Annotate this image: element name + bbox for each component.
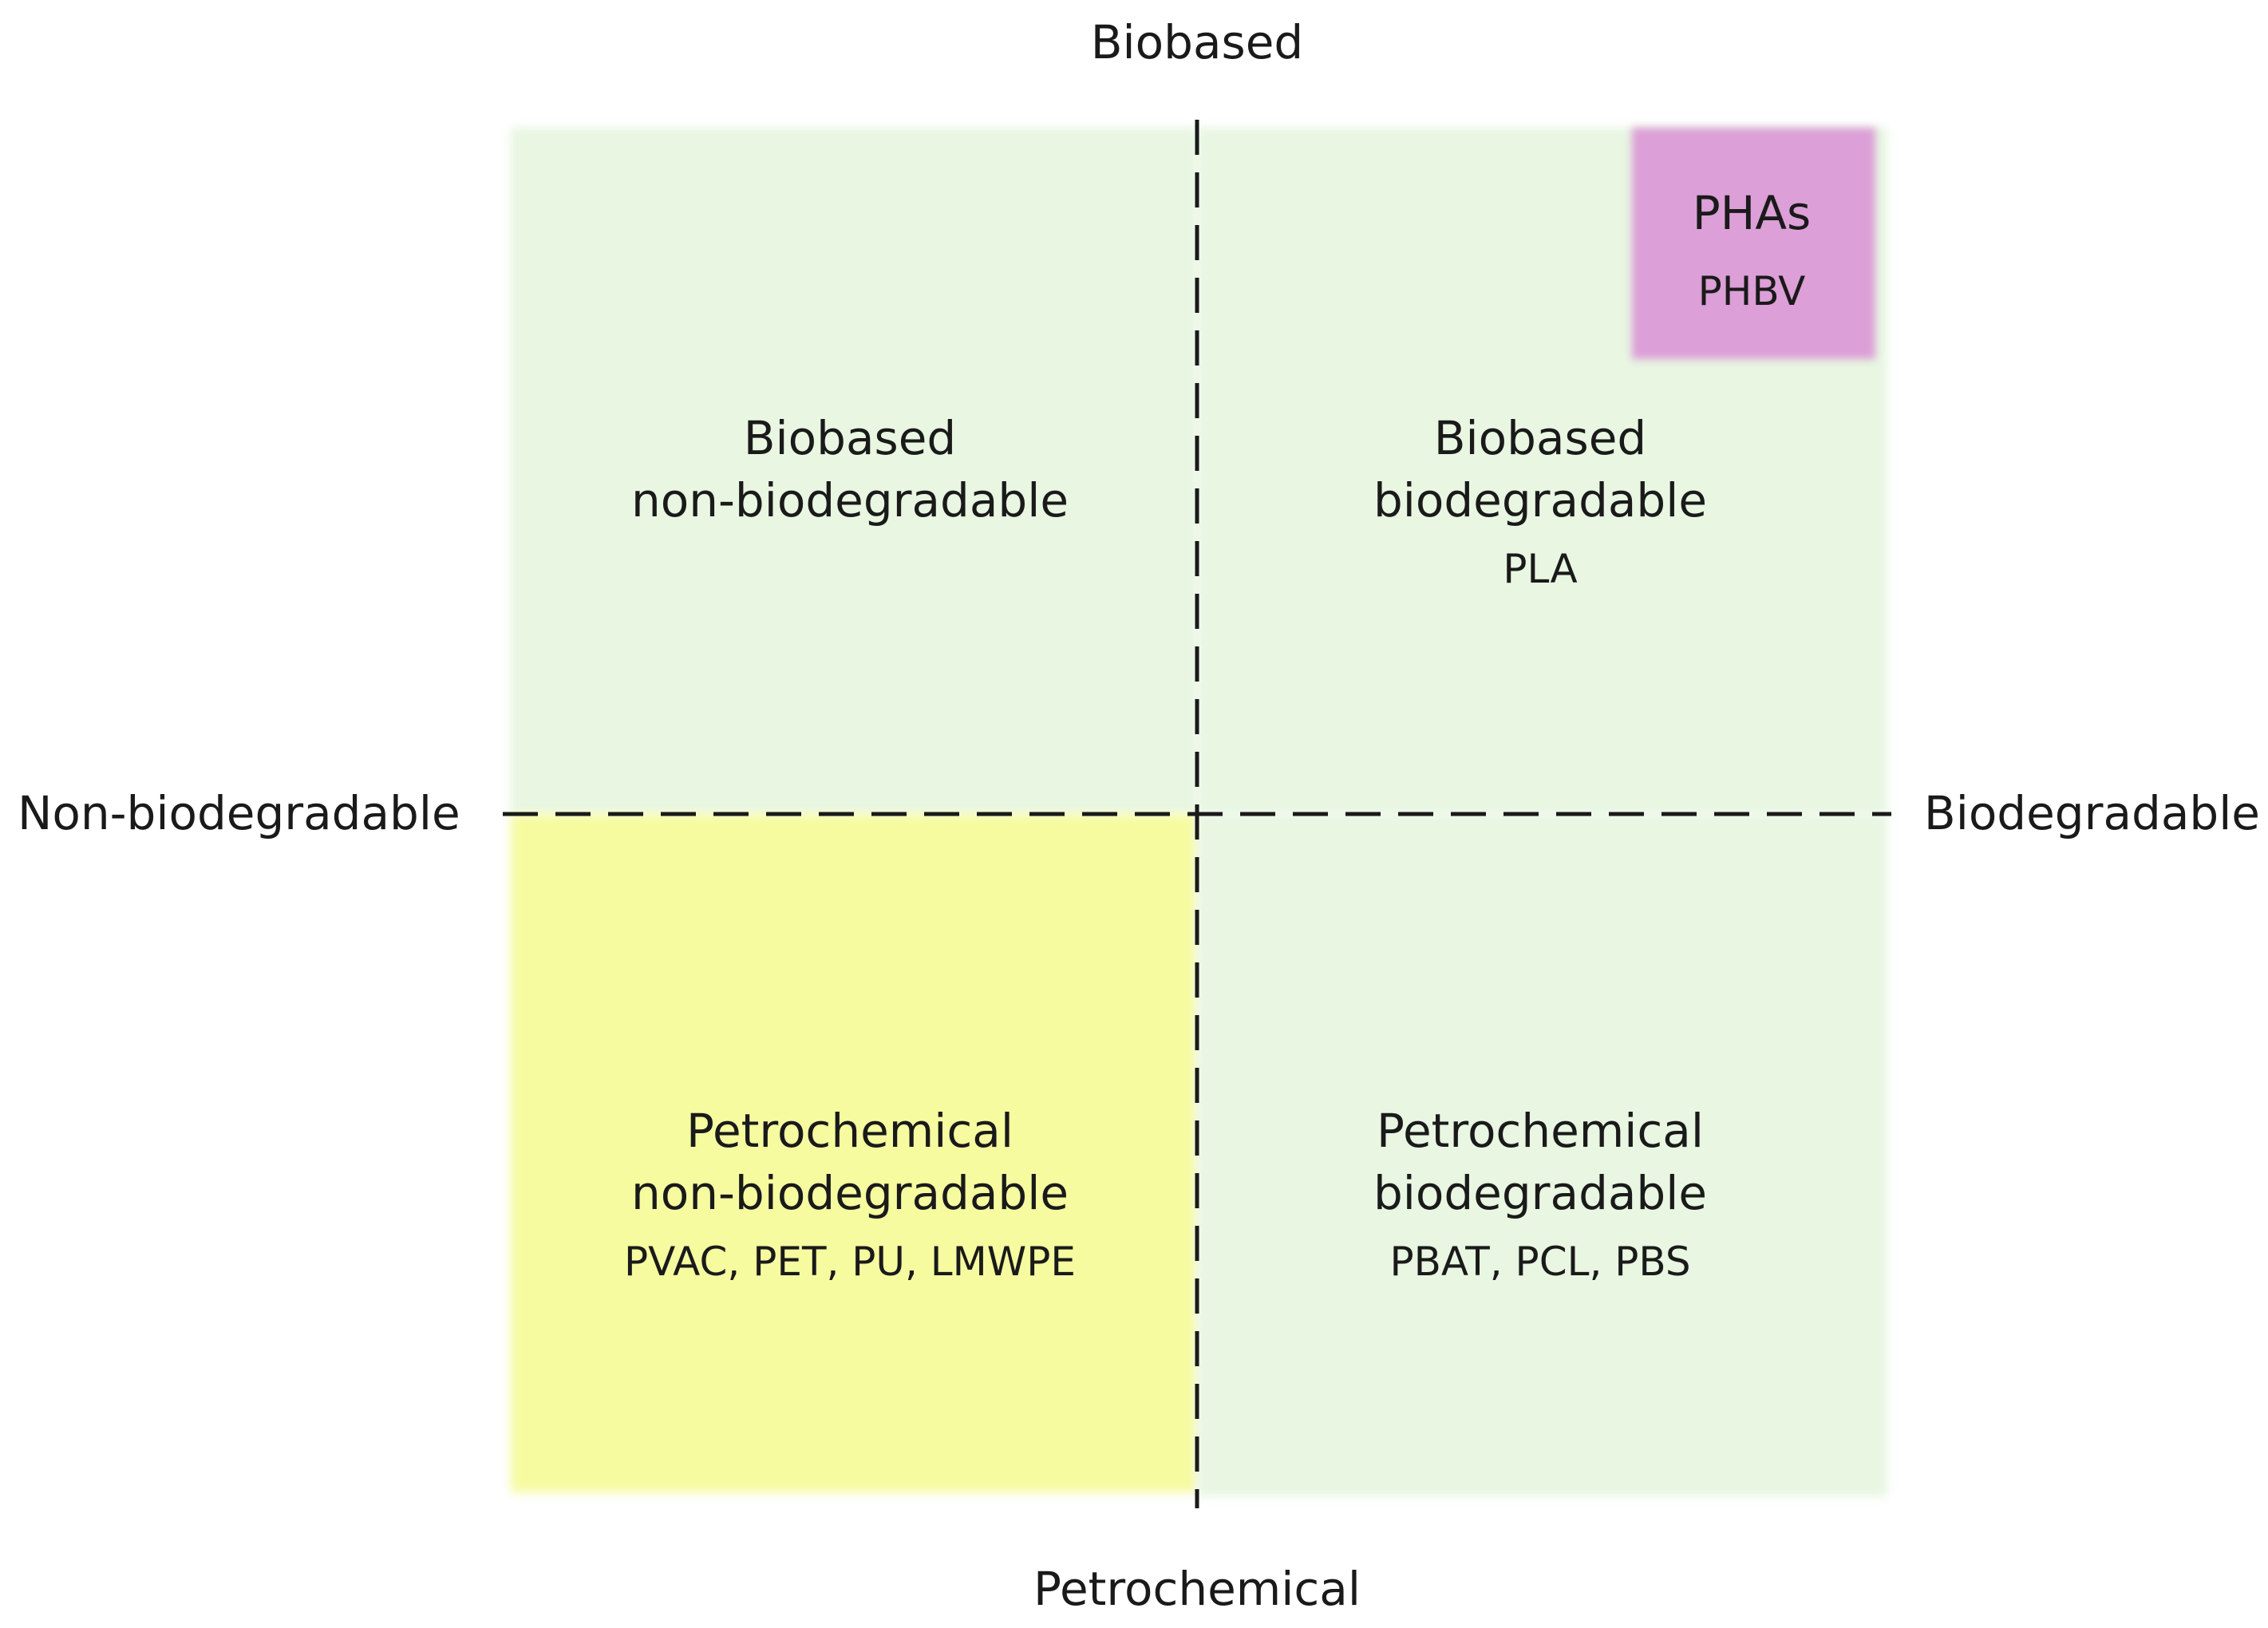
phas-highlight-box bbox=[1632, 128, 1875, 359]
quadrant-bottom-left-text: Petrochemical non-biodegradable PVAC, PE… bbox=[624, 1100, 1076, 1282]
quadrant-title-line1: Petrochemical bbox=[1377, 1104, 1704, 1158]
phas-title: PHAs bbox=[1692, 186, 1812, 240]
quadrant-bottom-left-bg bbox=[511, 814, 1197, 1492]
quadrant-title-line1: Biobased bbox=[743, 411, 957, 465]
axis-label-bottom: Petrochemical bbox=[1033, 1562, 1361, 1616]
quadrant-examples: PLA bbox=[1503, 546, 1578, 592]
quadrant-title-line2: non-biodegradable bbox=[630, 473, 1069, 528]
axis-label-left: Non-biodegradable bbox=[18, 786, 460, 840]
quadrant-top-left-text: Biobased non-biodegradable bbox=[631, 407, 1069, 531]
quadrant-title-line1: Petrochemical bbox=[686, 1104, 1013, 1158]
quadrant-title-line1: Biobased bbox=[1433, 411, 1647, 465]
quadrant-examples: PBAT, PCL, PBS bbox=[1389, 1239, 1691, 1285]
quadrant-title-line2: non-biodegradable bbox=[630, 1166, 1069, 1220]
quadrant-bottom-right-text: Petrochemical biodegradable PBAT, PCL, P… bbox=[1373, 1100, 1707, 1282]
quadrant-examples: PVAC, PET, PU, LMWPE bbox=[624, 1239, 1076, 1285]
quadrant-top-right-text: Biobased biodegradable PLA bbox=[1373, 407, 1707, 589]
horizontal-divider bbox=[503, 812, 1891, 816]
phas-label-group: PHAs PHBV bbox=[1693, 190, 1811, 311]
quadrant-title-line2: biodegradable bbox=[1373, 473, 1708, 528]
axis-label-right: Biodegradable bbox=[1923, 786, 2260, 840]
quadrant-bottom-right-bg bbox=[1197, 814, 1887, 1496]
quadrant-top-left-bg bbox=[511, 128, 1197, 814]
quadrant-title-line2: biodegradable bbox=[1373, 1166, 1708, 1220]
axis-label-top: Biobased bbox=[1090, 15, 1304, 69]
phbv-example: PHBV bbox=[1697, 268, 1806, 314]
